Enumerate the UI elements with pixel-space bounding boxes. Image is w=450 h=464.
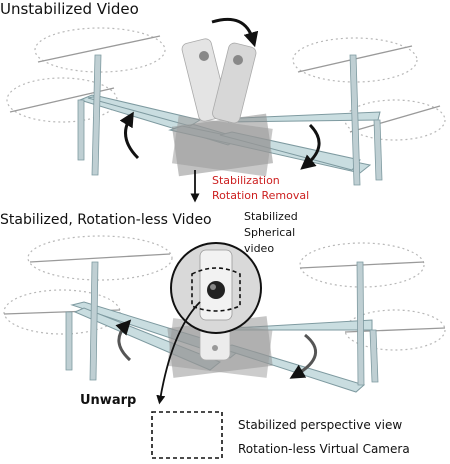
drone-legs: [77, 54, 383, 186]
propeller-top-left: [34, 27, 166, 73]
crop-region: [191, 267, 241, 312]
camera-lens: [207, 281, 225, 299]
drone-body: [171, 113, 274, 177]
label-perspective-2: Rotation-less Virtual Camera: [238, 442, 410, 456]
label-spherical-3: video: [244, 242, 274, 255]
label-unstabilized: Unstabilized Video: [0, 0, 139, 18]
unstabilized-drone: Unstabilized Video: [0, 0, 446, 186]
propeller-top-right: [292, 37, 418, 83]
virtual-camera-frame: [151, 411, 223, 459]
propeller-discs-bottom: [3, 235, 446, 351]
label-unwarp: Unwarp: [80, 393, 136, 408]
label-stabilization: Stabilization: [212, 174, 280, 187]
label-rotation-removal: Rotation Removal: [212, 189, 309, 202]
label-spherical-2: Spherical: [244, 226, 295, 239]
rotation-arrows-top: [119, 17, 321, 170]
rotation-arrows-bottom: [115, 319, 317, 379]
camera-tilted: [181, 38, 257, 124]
drone-legs-bottom: [65, 261, 379, 386]
label-perspective-1: Stabilized perspective view: [238, 418, 402, 432]
stabilized-drone: Stabilized, Rotation-less Video Stabiliz…: [0, 210, 446, 459]
label-stabilized: Stabilized, Rotation-less Video: [0, 212, 212, 228]
unwarp-arrow: [156, 301, 201, 405]
label-spherical-1: Stabilized: [244, 210, 298, 223]
propeller-mid-right: [344, 99, 446, 141]
